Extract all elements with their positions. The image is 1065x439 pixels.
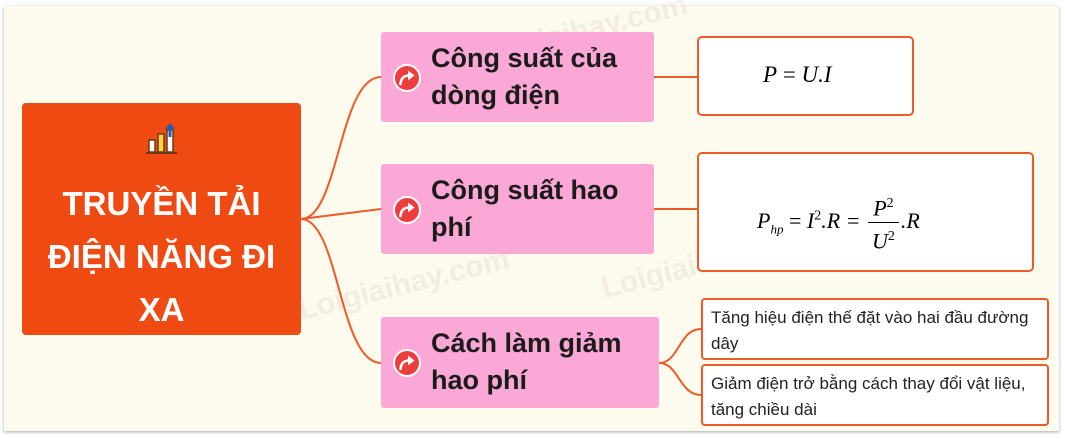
root-title: TRUYỀN TẢI ĐIỆN NĂNG ĐI XA — [47, 185, 276, 328]
connector-branch-3-leaf-1 — [658, 328, 702, 364]
connector-root-branch-1 — [300, 76, 382, 220]
connector-branch-3-leaf-2 — [658, 362, 702, 396]
formula-power: P = U.I — [763, 62, 832, 87]
formula-power-box: P = U.I — [697, 36, 914, 116]
branch-cong-suat-hao-phi[interactable]: Công suất hao phí — [381, 164, 654, 254]
formula-loss: Php = I2.R = P2 U2 .R — [757, 190, 920, 256]
branch-label: Cách làm giảm hao phí — [431, 328, 622, 395]
curved-arrow-icon — [393, 64, 421, 92]
bar-chart-growth-icon — [146, 123, 177, 154]
connector-lines — [300, 76, 702, 396]
branch-cong-suat-dong-dien[interactable]: Công suất của dòng điện — [381, 32, 654, 122]
curved-arrow-icon — [393, 349, 421, 377]
root-topic[interactable]: TRUYỀN TẢI ĐIỆN NĂNG ĐI XA — [22, 103, 301, 335]
branch-cach-lam-giam-hao-phi[interactable]: Cách làm giảm hao phí — [381, 317, 659, 408]
connector-root-branch-3 — [300, 218, 382, 364]
leaf-giam-dien-tro[interactable]: Giảm điện trở bằng cách thay đổi vật liệ… — [701, 364, 1049, 426]
mindmap-canvas: Loigiaihay.com Loigiaihay.com Loigiaihay… — [4, 0, 1059, 431]
curved-arrow-icon — [393, 196, 421, 224]
leaf-tang-hieu-dien-the[interactable]: Tăng hiệu điện thế đặt vào hai đầu đường… — [701, 298, 1049, 360]
connector-root-branch-2 — [300, 208, 382, 220]
formula-fraction: P2 U2 — [868, 190, 899, 256]
formula-loss-box: Php = I2.R = P2 U2 .R — [697, 152, 1034, 272]
branch-label: Công suất của dòng điện — [431, 43, 618, 110]
branch-label: Công suất hao phí — [431, 175, 619, 242]
